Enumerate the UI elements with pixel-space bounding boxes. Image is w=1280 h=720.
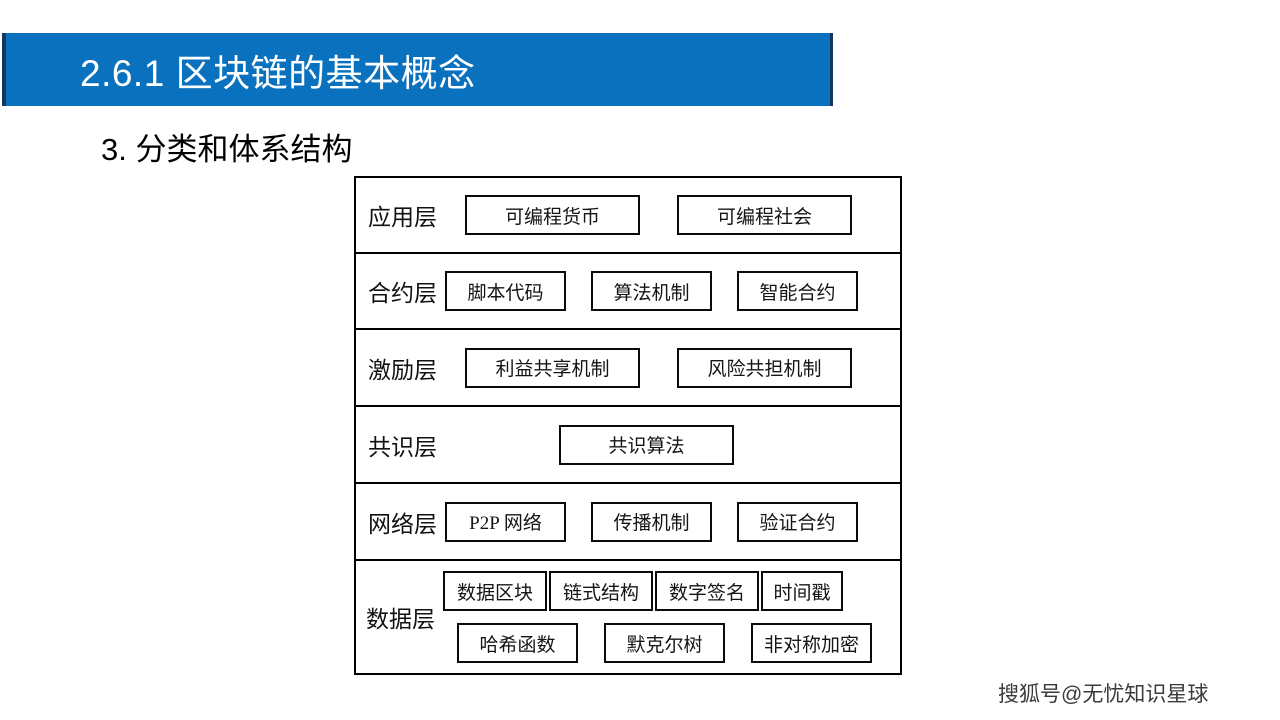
layer-row-data: 数据层 数据区块 链式结构 数字签名 时间戳 哈希函数 默克尔树 非对称加密 [356, 561, 900, 673]
layer-items-network: P2P 网络 传播机制 验证合约 [437, 484, 900, 559]
item-box: 智能合约 [737, 271, 858, 311]
item-box: 共识算法 [559, 424, 734, 465]
watermark-text: 搜狐号@无忧知识星球 [998, 683, 1209, 706]
layer-label-network: 网络层 [368, 511, 437, 537]
section-subtitle: 3. 分类和体系结构 [101, 132, 353, 167]
blockchain-architecture-diagram: 应用层 可编程货币 可编程社会 合约层 脚本代码 算法机制 智能合约 激励层 利… [354, 176, 902, 675]
item-box: P2P 网络 [445, 501, 566, 542]
layer-row-consensus: 共识层 共识算法 [356, 407, 900, 484]
item-box: 传播机制 [591, 501, 712, 542]
item-box: 哈希函数 [457, 623, 578, 663]
layer-items-data: 数据区块 链式结构 数字签名 时间戳 哈希函数 默克尔树 非对称加密 [435, 561, 900, 673]
layer-items-data-row-1: 数据区块 链式结构 数字签名 时间戳 [443, 571, 843, 611]
layer-label-application: 应用层 [368, 205, 437, 230]
layer-items-contract: 脚本代码 算法机制 智能合约 [437, 254, 900, 328]
layer-items-consensus: 共识算法 [437, 407, 900, 482]
layer-label-incentive: 激励层 [368, 357, 437, 383]
item-box: 算法机制 [591, 271, 712, 311]
item-box: 可编程货币 [465, 195, 640, 235]
layer-items-application: 可编程货币 可编程社会 [437, 178, 900, 252]
layer-row-network: 网络层 P2P 网络 传播机制 验证合约 [356, 484, 900, 561]
page-title: 2.6.1 区块链的基本概念 [80, 52, 476, 94]
item-box: 脚本代码 [445, 271, 566, 311]
layer-label-consensus: 共识层 [368, 434, 437, 460]
item-box: 非对称加密 [751, 623, 872, 663]
layer-label-data: 数据层 [366, 607, 435, 632]
item-box: 验证合约 [737, 501, 858, 542]
item-box: 风险共担机制 [677, 347, 852, 388]
slide-title-banner: 2.6.1 区块链的基本概念 [2, 33, 833, 106]
item-box: 数据区块 [443, 571, 547, 611]
item-box: 链式结构 [549, 571, 653, 611]
layer-items-incentive: 利益共享机制 风险共担机制 [437, 330, 900, 405]
layer-label-contract: 合约层 [368, 281, 437, 306]
layer-row-application: 应用层 可编程货币 可编程社会 [356, 178, 900, 254]
item-box: 默克尔树 [604, 623, 725, 663]
item-box: 可编程社会 [677, 195, 852, 235]
layer-row-contract: 合约层 脚本代码 算法机制 智能合约 [356, 254, 900, 330]
layer-row-incentive: 激励层 利益共享机制 风险共担机制 [356, 330, 900, 407]
item-box: 利益共享机制 [465, 347, 640, 388]
item-box: 时间戳 [761, 571, 843, 611]
item-box: 数字签名 [655, 571, 759, 611]
layer-items-data-row-2: 哈希函数 默克尔树 非对称加密 [443, 623, 872, 663]
